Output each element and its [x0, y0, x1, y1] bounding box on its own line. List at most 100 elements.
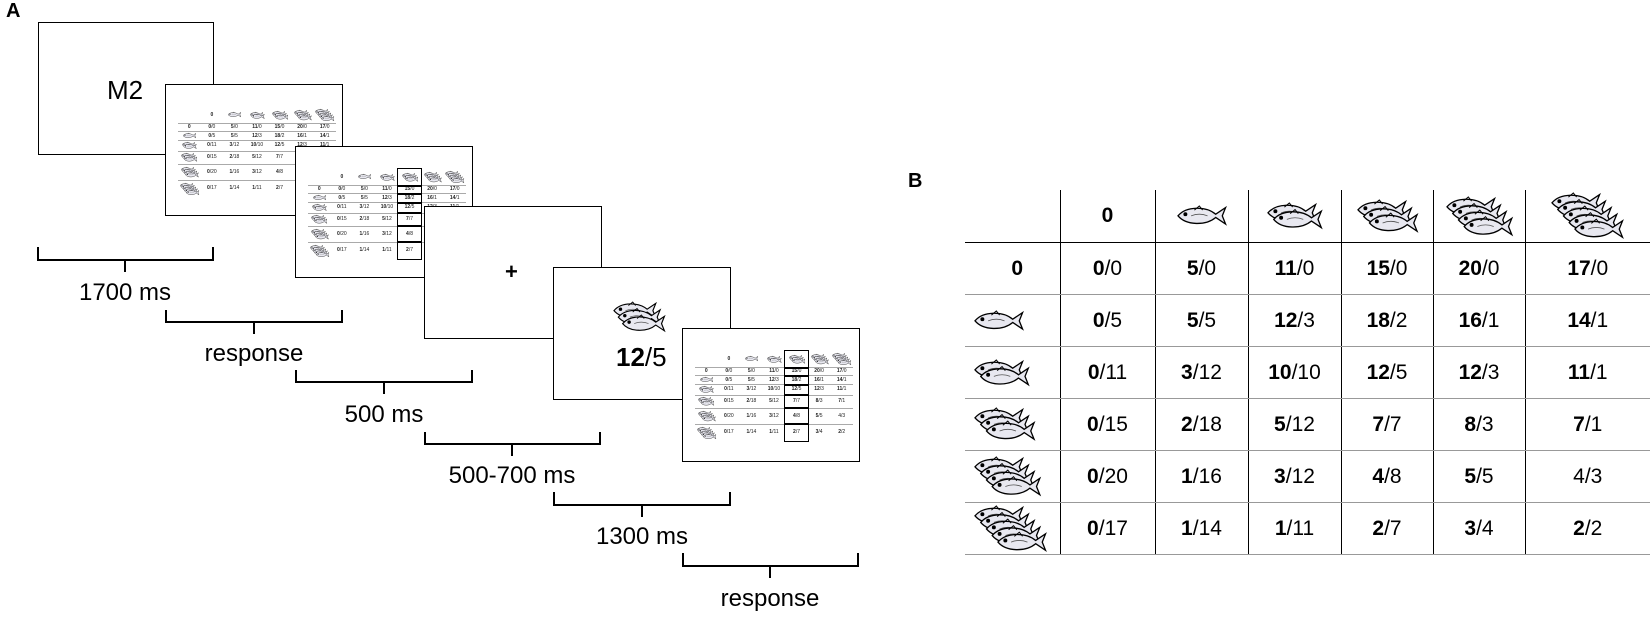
mini-col-header-zero: 0	[340, 173, 344, 180]
payoff-cell: 3/4	[1432, 502, 1525, 555]
row-header-fish-5	[965, 502, 1061, 555]
payoff-cell: 3/12	[1154, 346, 1248, 399]
fish-icon	[974, 358, 1029, 385]
mini-payoff-cell: 3/12	[375, 225, 399, 243]
m2-text: M2	[107, 75, 144, 105]
mini-payoff-cell: 7/1	[830, 394, 853, 409]
mini-payoff-cell: 8/3	[807, 394, 831, 409]
row-header-fish-1	[965, 294, 1061, 347]
timing-1300ms: 1300 ms	[595, 523, 689, 550]
mini-fish-icon	[695, 384, 718, 396]
mini-payoff-cell: 4/8	[397, 225, 422, 244]
row-header-fish-2	[965, 346, 1061, 399]
mini-payoff-cell: 2/18	[740, 394, 763, 409]
mini-payoff-cell: 0/15	[717, 394, 741, 409]
payoff-cell: 15/0	[1340, 242, 1433, 295]
mini-payoff-cell: 1/14	[223, 179, 246, 197]
mini-payoff-cell: 5/0	[740, 367, 763, 376]
fish-icon	[1445, 195, 1512, 235]
fish-icon	[1356, 198, 1418, 232]
bracket-1300ms	[553, 492, 731, 517]
mini-payoff-cell: 15/0	[397, 184, 422, 195]
mini-payoff-cell: 20/0	[807, 367, 831, 376]
mini-fish-icon	[695, 407, 718, 425]
mini-payoff-cell: 7/7	[784, 394, 809, 410]
timing-response-2: response	[720, 585, 820, 612]
payoff-cell: 5/5	[1432, 450, 1525, 503]
mini-payoff-cell: 0/20	[717, 407, 741, 425]
mini-payoff-cell: 5/0	[353, 185, 376, 194]
mini-payoff-cell: 12/5	[268, 140, 291, 152]
mini-payoff-cell: 5/5	[740, 375, 763, 385]
payoff-cell: 7/1	[1524, 398, 1650, 451]
fish-icon	[1176, 205, 1226, 226]
timing-1700ms: 1700 ms	[78, 279, 172, 306]
mini-payoff-cell: 0/0	[330, 185, 354, 194]
payoff-cell: 5/5	[1154, 294, 1248, 347]
mini-row-header-zero: 0	[178, 123, 201, 132]
mini-payoff-cell: 12/3	[245, 131, 269, 141]
payoff-cell: 2/7	[1340, 502, 1433, 555]
mini-payoff-cell: 1/11	[375, 241, 399, 259]
timing-500-700ms: 500-700 ms	[448, 462, 576, 489]
payoff-cell: 4/8	[1340, 450, 1433, 503]
payoff-cell: 0/20	[1059, 450, 1155, 503]
payoff-cell: 1/14	[1154, 502, 1248, 555]
mini-row-header-zero: 0	[695, 367, 718, 376]
mini-fish-icon	[178, 150, 201, 165]
mini-payoff-cell: 0/20	[200, 163, 224, 181]
bracket-1700ms	[37, 247, 214, 272]
mini-fish-icon	[695, 423, 718, 441]
mini-payoff-cell: 3/12	[245, 163, 269, 181]
mini-payoff-cell: 17/0	[830, 367, 853, 376]
mini-fish-icon	[695, 375, 718, 385]
fish-icon	[1267, 202, 1322, 229]
mini-payoff-cell: 5/12	[762, 394, 786, 409]
mini-payoff-cell: 15/0	[784, 366, 809, 377]
timing-500ms: 500 ms	[344, 401, 424, 428]
feedback-payoff: 12/5	[616, 342, 667, 372]
row-header-zero: 0	[965, 242, 1061, 295]
mini-payoff-cell: 3/12	[223, 140, 246, 152]
mini-col-header-zero: 0	[210, 111, 214, 118]
payoff-cell: 2/18	[1154, 398, 1248, 451]
mini-payoff-cell: 20/0	[420, 185, 444, 194]
fish-icon	[974, 407, 1035, 440]
mini-payoff-cell: 0/11	[200, 140, 224, 152]
mini-payoff-cell: 0/11	[330, 202, 354, 214]
mini-payoff-cell: 1/11	[245, 179, 269, 197]
payoff-cell: 20/0	[1432, 242, 1525, 295]
col-header-fish-4	[1432, 190, 1525, 243]
mini-col-header-zero: 0	[727, 355, 731, 362]
mini-fish-icon	[308, 212, 331, 227]
mini-payoff-cell: 17/0	[313, 123, 336, 132]
mini-payoff-cell: 3/4	[807, 423, 831, 441]
mini-payoff-cell: 5/12	[375, 212, 399, 227]
payoff-cell: 12/5	[1340, 346, 1433, 399]
mini-payoff-cell: 5/5	[807, 407, 831, 425]
payoff-cell: 1/11	[1247, 502, 1341, 555]
mini-fish-icon	[308, 225, 331, 243]
mini-payoff-cell: 2/7	[784, 423, 809, 442]
row-header-fish-4	[965, 450, 1061, 503]
mini-payoff-cell: 12/3	[762, 375, 786, 385]
col-header-zero: 0	[1059, 190, 1155, 243]
payoff-cell: 5/12	[1247, 398, 1341, 451]
mini-payoff-cell: 1/11	[762, 423, 786, 441]
mini-payoff-cell: 2/2	[830, 423, 853, 441]
mini-payoff-cell: 0/15	[330, 212, 354, 227]
mini-payoff-cell: 1/14	[353, 241, 376, 259]
mini-payoff-cell: 3/12	[740, 384, 763, 396]
mini-payoff-cell: 2/7	[268, 179, 291, 197]
row-header-fish-3	[965, 398, 1061, 451]
mini-payoff-cell: 10/10	[245, 140, 269, 152]
fish-icon	[974, 310, 1024, 330]
mini-payoff-cell: 16/1	[420, 193, 444, 203]
mini-payoff-cell: 14/1	[830, 375, 853, 385]
panel-a-label: A	[6, 0, 21, 22]
payoff-cell: 0/15	[1059, 398, 1155, 451]
